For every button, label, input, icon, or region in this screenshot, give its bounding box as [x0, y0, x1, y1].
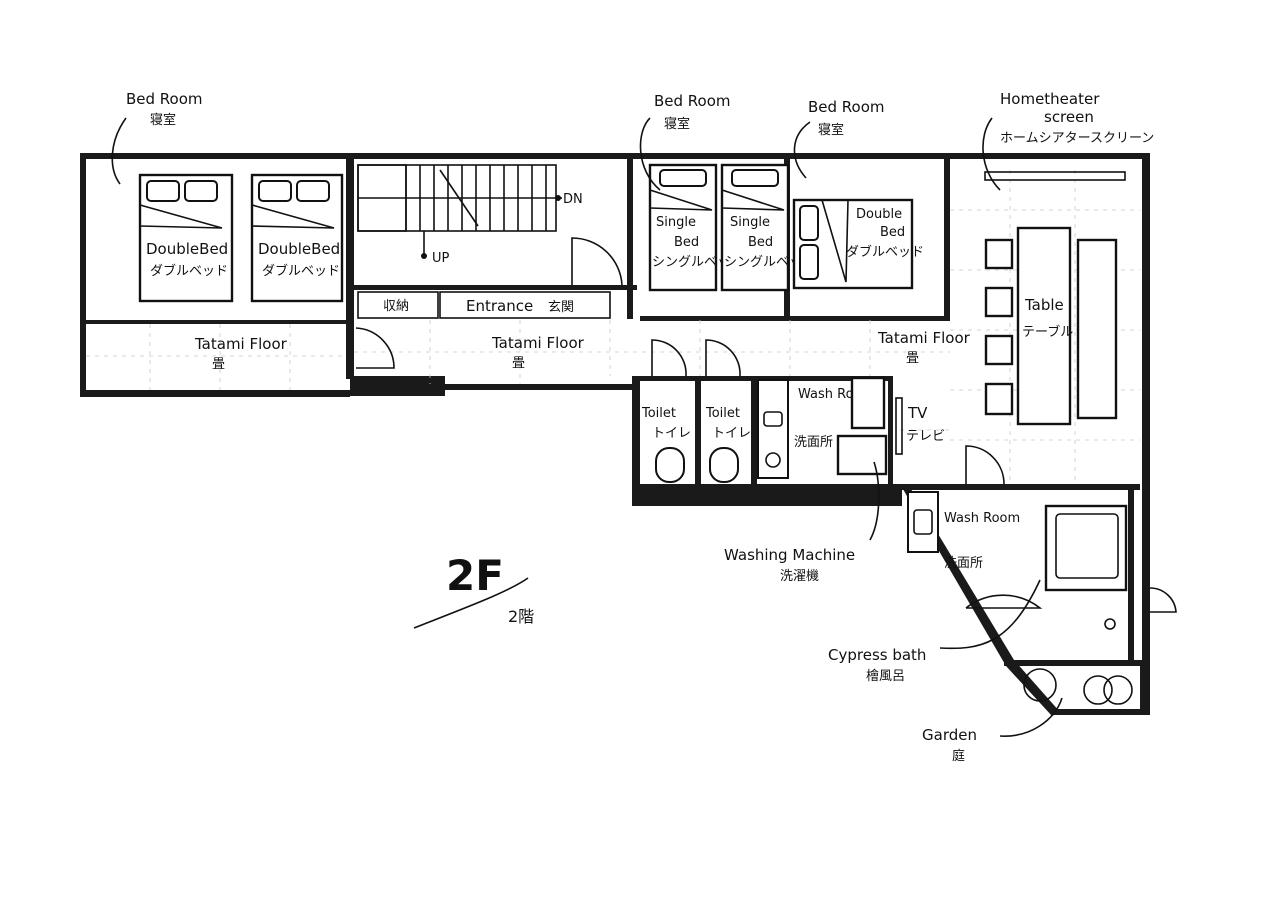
toilet-door-swing[interactable]: [705, 339, 741, 377]
table-label: Table: [1024, 296, 1064, 314]
vanity: [907, 491, 939, 553]
tatami-floor-label: Tatami Floor: [491, 334, 585, 352]
washroom-door-swing[interactable]: [965, 445, 1005, 485]
tatami-floor-label: Tatami Floor: [194, 335, 288, 353]
double-bed-left: DoubleBed ダブルベッド: [138, 173, 234, 303]
storage-label: 収納: [383, 299, 409, 314]
bedroom-callout-jp: 寝室: [664, 116, 690, 132]
bedroom-2: Single Bed シングルベッド Single Bed シングルベッド: [648, 163, 815, 292]
floor-subtitle-text: 2階: [508, 607, 534, 626]
bedroom-callout-jp: 寝室: [150, 112, 176, 128]
washing-machine: [836, 434, 888, 476]
chair: [984, 382, 1014, 416]
bath-door-swing[interactable]: [965, 594, 1043, 609]
floor-title: 2F 2階: [446, 551, 534, 626]
toilet-bowl: [709, 447, 739, 483]
chair: [984, 334, 1014, 366]
room-callouts: Bed Room 寝室 Bed Room 寝室 Bed Room 寝室 Home…: [126, 90, 1154, 764]
toilet-label: Toilet: [641, 406, 676, 421]
bedroom-1: DoubleBed ダブルベッド DoubleBed ダブルベッド Tatami…: [138, 173, 344, 372]
table-label-jp: テーブル: [1022, 324, 1073, 340]
single-bed-left: Single Bed シングルベッド: [648, 163, 743, 292]
bedroom-callout: Bed Room: [126, 90, 203, 108]
floor-title-text: 2F: [446, 551, 504, 600]
vanity: [757, 379, 789, 479]
double-bed-label-jp: ダブルベッド: [846, 244, 924, 260]
bedroom-callout-jp: 寝室: [818, 122, 844, 138]
chair: [984, 238, 1014, 270]
garden-callout: Garden: [922, 726, 977, 744]
double-bed-right: DoubleBed ダブルベッド: [250, 173, 344, 303]
stairs-up-label: UP: [432, 251, 450, 266]
tatami-floor-label-jp: 畳: [512, 356, 525, 371]
washroom-label-jp: 洗面所: [944, 556, 983, 571]
double-bed-label: DoubleBed: [258, 240, 340, 258]
exterior-door-swing[interactable]: [1149, 587, 1177, 613]
garden-callout-jp: 庭: [952, 748, 965, 764]
hometheater-callout-jp: ホームシアタースクリーン: [1000, 131, 1154, 146]
single-bed-right: Single Bed シングルベッド: [720, 163, 815, 292]
living-area: Table テーブル Tatami Floor 畳 TV テレビ: [877, 171, 1126, 485]
cypress-bathtub: [1044, 504, 1128, 592]
wash-room-1: Wash Room 洗面所: [757, 376, 888, 479]
washing-machine-callout-jp: 洗濯機: [780, 569, 819, 584]
bedroom-callout: Bed Room: [808, 98, 885, 116]
entrance-door-swing[interactable]: [571, 237, 623, 286]
single-bed-label-2: Bed: [674, 235, 699, 250]
hometheater-callout: Hometheater: [1000, 90, 1100, 108]
entrance-area: 収納 Entrance 玄関 Tatami Floor 畳: [355, 237, 623, 371]
tatami-floor-label-jp: 畳: [212, 357, 225, 372]
double-bed-label-jp: ダブルベッド: [150, 263, 228, 279]
tv-label-jp: テレビ: [906, 429, 945, 444]
toilet-2: Toilet トイレ: [705, 339, 751, 483]
double-bed-label-2: Bed: [880, 225, 905, 240]
washing-machine-callout: Washing Machine: [724, 546, 855, 564]
toilet-bowl: [655, 447, 685, 483]
cypress-bath-callout: Cypress bath: [828, 646, 926, 664]
bench: [1076, 238, 1118, 420]
double-bed-label-jp: ダブルベッド: [262, 263, 340, 279]
tatami-grid: [86, 170, 1140, 484]
stairs-down-label: DN: [563, 192, 583, 207]
single-bed-label-2: Bed: [748, 235, 773, 250]
double-bed-label: Double: [856, 207, 902, 222]
staircase: UP DN: [357, 164, 583, 266]
tatami-floor-label-jp: 畳: [906, 351, 919, 366]
toilet-label-jp: トイレ: [652, 426, 691, 441]
toilet-door-swing[interactable]: [651, 339, 687, 377]
toilet-1: Toilet トイレ: [641, 339, 691, 483]
double-bed-label: DoubleBed: [146, 240, 228, 258]
cypress-bath-callout-jp: 檜風呂: [866, 668, 905, 684]
bedroom-3: Double Bed ダブルベッド: [792, 198, 924, 290]
corridor-door-swing[interactable]: [355, 327, 395, 369]
tv: [895, 397, 903, 455]
tv-label: TV: [907, 404, 928, 422]
entrance-label: Entrance: [466, 297, 533, 315]
bedroom-callout: Bed Room: [654, 92, 731, 110]
table: [1016, 226, 1072, 426]
hometheater-callout-2: screen: [1044, 108, 1094, 126]
single-bed-label-jp: シングルベッド: [652, 255, 743, 270]
tatami-floor-label: Tatami Floor: [877, 329, 971, 347]
single-bed-label: Single: [730, 215, 770, 230]
exterior-walls: [80, 153, 1150, 716]
garden-shrubs: [1023, 668, 1133, 705]
single-bed-label: Single: [656, 215, 696, 230]
hometheater-screen: [984, 171, 1126, 181]
toilet-label-jp: トイレ: [712, 426, 751, 441]
bath-area: Wash Room 洗面所: [907, 491, 1177, 705]
toilet-label: Toilet: [705, 406, 740, 421]
washroom-label-jp: 洗面所: [794, 435, 833, 450]
chair: [984, 286, 1014, 318]
shelf: [850, 376, 886, 430]
single-bed-label-jp: シングルベッド: [724, 255, 815, 270]
washroom-label: Wash Room: [944, 511, 1020, 526]
callout-leaders: [111, 117, 1063, 737]
entrance-label-jp: 玄関: [548, 300, 574, 315]
